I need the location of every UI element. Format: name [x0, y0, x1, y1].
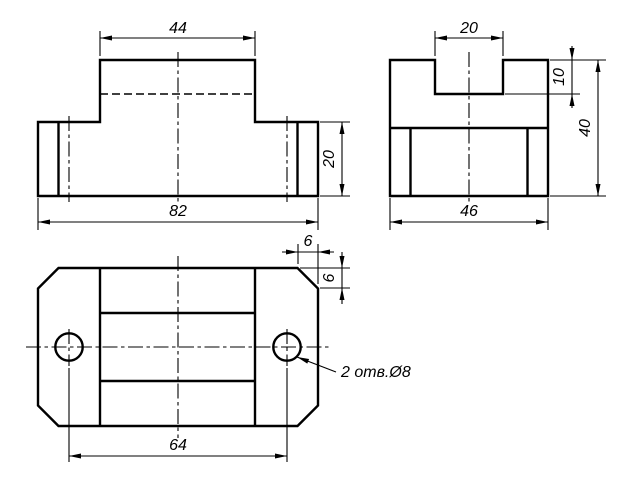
dim-top-chamfer-width: 6 — [282, 233, 334, 284]
dimension-value: 10 — [551, 68, 568, 86]
dimension-value: 6 — [304, 233, 313, 250]
top-view-outline — [36, 266, 320, 428]
dim-side-slot-width: 20 — [434, 20, 504, 56]
leader-arrow — [297, 357, 310, 364]
front-view-outline — [36, 58, 320, 198]
dimension-arrow — [595, 60, 601, 72]
dimension-arrow — [318, 249, 330, 255]
top-view — [26, 256, 330, 438]
side-view-outline — [388, 58, 550, 198]
dim-front-base-width: 82 — [37, 198, 319, 230]
dim-top-hole-spacing: 64 — [68, 368, 288, 462]
dim-top-chamfer-height: 6 — [300, 252, 350, 304]
dimension-value: 46 — [460, 203, 478, 220]
dimension-arrow — [491, 35, 503, 41]
dimension-arrow — [569, 48, 575, 60]
dimension-arrow — [390, 219, 402, 225]
holes-leader-note: 2 отв.Ø8 — [296, 356, 411, 381]
dimension-value: 44 — [169, 20, 187, 37]
dimension-arrow — [306, 219, 318, 225]
dimension-arrow — [38, 219, 50, 225]
dimension-value: 40 — [577, 119, 594, 137]
dim-side-height: 40 — [550, 59, 606, 197]
front-view — [36, 52, 320, 204]
dimension-arrow — [275, 453, 287, 459]
dim-side-width: 46 — [389, 198, 549, 230]
dim-side-slot-depth: 10 — [505, 46, 580, 108]
dimension-value: 20 — [459, 20, 478, 37]
dimension-arrow — [243, 35, 255, 41]
dimension-arrow — [569, 94, 575, 106]
dimension-arrow — [69, 453, 81, 459]
dimension-value: 20 — [321, 150, 338, 169]
dim-front-top-width: 44 — [99, 20, 256, 56]
dimension-arrow — [435, 35, 447, 41]
dimension-arrow — [286, 249, 298, 255]
dimension-value: 6 — [321, 273, 338, 282]
dimension-value: 82 — [169, 203, 187, 220]
dimension-arrow — [339, 256, 345, 268]
dimension-arrow — [339, 288, 345, 300]
dimension-arrow — [339, 122, 345, 134]
dimension-arrow — [595, 184, 601, 196]
dimension-arrow — [536, 219, 548, 225]
dimension-arrow — [100, 35, 112, 41]
holes-note-text: 2 отв.Ø8 — [340, 364, 411, 381]
dimension-arrow — [339, 184, 345, 196]
dimension-value: 64 — [169, 437, 187, 454]
side-view — [388, 52, 550, 204]
dim-front-base-height: 20 — [320, 121, 350, 197]
